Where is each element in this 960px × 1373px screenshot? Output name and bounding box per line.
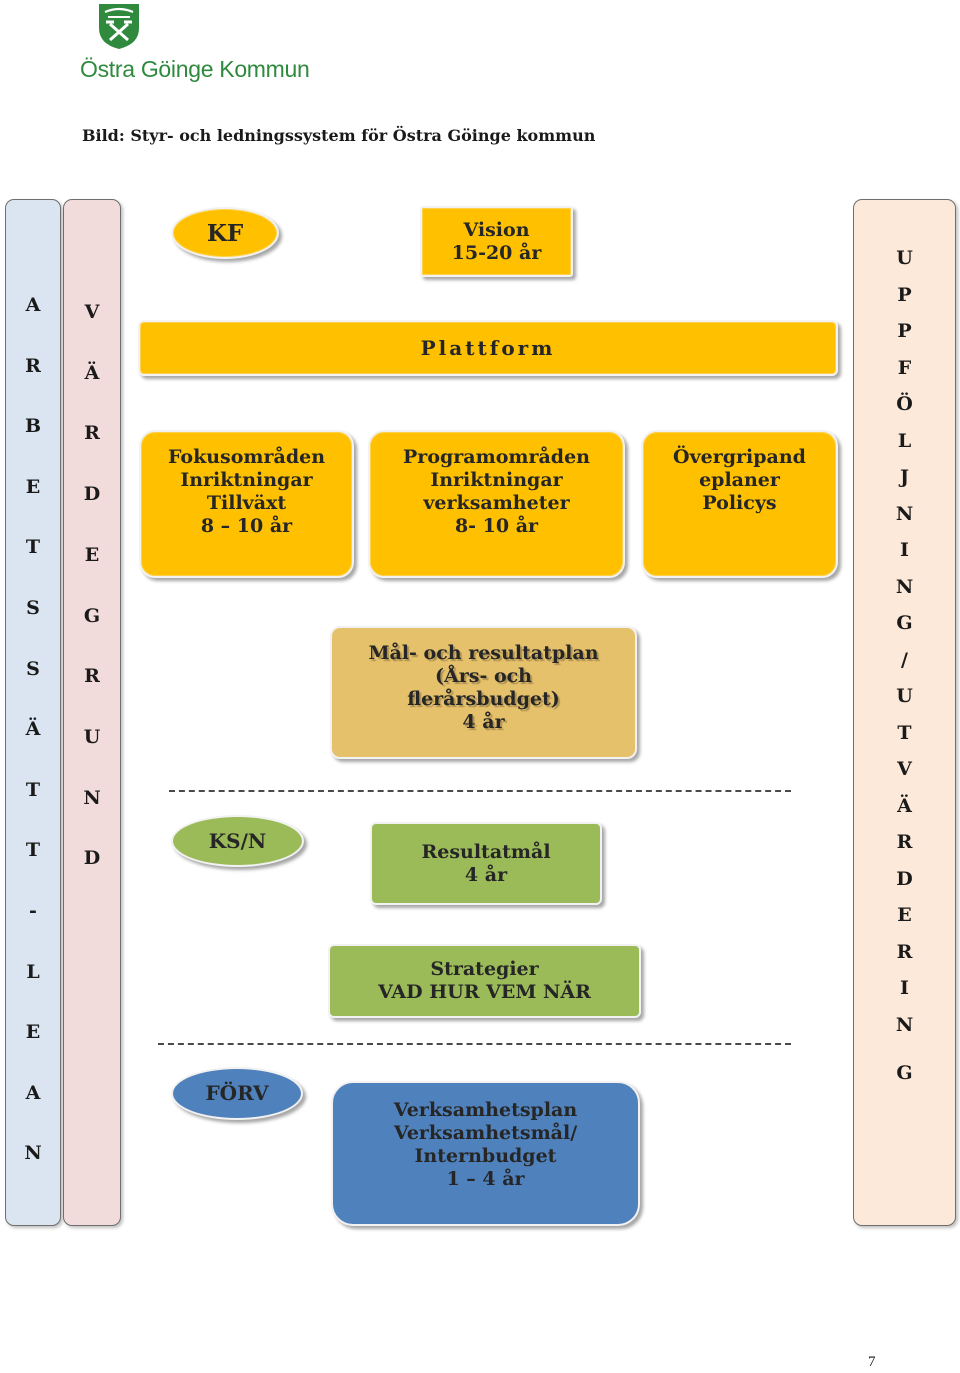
column-letter: Ä <box>25 718 41 741</box>
column-letter: S <box>26 597 40 619</box>
fokus-line: Fokusområden <box>167 446 326 468</box>
column-letter: V <box>897 758 912 780</box>
column-letter: N <box>895 1013 914 1036</box>
forv-node: FÖRV <box>171 1067 303 1120</box>
column-letter: L <box>26 960 40 983</box>
verksamhet-line: 1 – 4 år <box>446 1168 525 1190</box>
plattform-label: Plattform <box>420 335 556 360</box>
column-letter: E <box>897 904 912 926</box>
column-vardegrund: V Ä R D E G R U N D <box>63 199 121 1226</box>
vision-box: Vision 15-20 år <box>420 206 573 277</box>
column-letter: P <box>897 320 912 342</box>
resultat-line: 4 år <box>464 863 508 886</box>
column-letter: R <box>84 665 100 688</box>
divider-dashed-lower <box>158 1043 791 1045</box>
column-letter: G <box>896 612 913 634</box>
column-letter: T <box>25 536 41 559</box>
column-letter: R <box>25 354 41 377</box>
column-letter: U <box>896 247 913 269</box>
overgrip-line: Policys <box>702 492 777 514</box>
program-line: Inriktningar <box>430 469 563 491</box>
programomraden-box: Programområden Inriktningar verksamheter… <box>368 430 625 578</box>
fokus-line: Inriktningar <box>180 469 313 491</box>
column-letter: J <box>900 466 909 488</box>
logo-wordmark: Östra Göinge Kommun <box>80 56 310 82</box>
verksamhet-line: Verksamhetsmål/ <box>393 1122 578 1144</box>
column-letter: - <box>29 900 37 922</box>
verksamhet-line: Internbudget <box>414 1145 557 1167</box>
divider-dashed-upper <box>169 790 791 792</box>
ksn-label: KS/N <box>208 828 267 853</box>
column-letter: R <box>896 831 913 853</box>
column-letter: D <box>896 867 913 890</box>
column-letter: T <box>25 778 41 801</box>
column-letter: I <box>900 539 909 561</box>
strategier-line: Strategier <box>430 958 539 980</box>
column-letter: E <box>25 475 41 498</box>
column-letter: E <box>25 1021 41 1044</box>
column-letter: T <box>897 721 912 744</box>
fokus-line: 8 – 10 år <box>200 515 293 537</box>
column-letter: E <box>84 543 100 566</box>
overgrip-line: Övergripand <box>673 446 806 468</box>
strategier-box: Strategier VAD HUR VEM NÄR <box>328 944 641 1018</box>
column-letter: D <box>83 847 101 870</box>
fokus-line: Tillväxt <box>206 492 287 514</box>
column-letter: F <box>897 356 912 379</box>
column-letter: V <box>84 301 100 323</box>
forv-label: FÖRV <box>205 1081 269 1105</box>
overgrip-line: eplaner <box>699 469 780 491</box>
column-letter: Ö <box>896 393 913 415</box>
column-letter: G <box>896 1062 913 1084</box>
column-letter: Ä <box>897 794 912 817</box>
column-letter: T <box>25 839 41 862</box>
resultatmal-box: Resultatmål 4 år <box>370 822 602 905</box>
column-letter: U <box>896 685 913 707</box>
vision-line: 15-20 år <box>451 241 542 264</box>
mal-line: (Års- och <box>435 665 532 687</box>
column-letter: R <box>896 940 913 963</box>
column-letter: A <box>25 1081 41 1104</box>
mal-line: Mål- och resultatplan <box>368 642 599 664</box>
column-letter: S <box>26 657 40 680</box>
column-letter: L <box>897 429 912 452</box>
figure-caption: Bild: Styr- och ledningssystem för Östra… <box>82 126 596 145</box>
kf-label: KF <box>206 219 244 247</box>
column-letter: N <box>24 1142 42 1165</box>
column-letter: U <box>83 725 101 748</box>
column-letter: Ä <box>84 361 100 384</box>
column-letter: I <box>900 977 909 999</box>
resultat-line: Resultatmål <box>421 840 551 863</box>
column-letter: R <box>84 422 100 445</box>
plattform-bar: Plattform <box>138 320 838 376</box>
strategier-line: VAD HUR VEM NÄR <box>378 981 591 1003</box>
page-number: 7 <box>868 1354 876 1370</box>
ksn-node: KS/N <box>171 815 304 867</box>
column-letter: G <box>83 604 101 627</box>
verksamhetsplan-box: Verksamhetsplan Verksamhetsmål/ Internbu… <box>331 1081 640 1226</box>
vision-line: Vision <box>463 218 530 241</box>
column-letter: A <box>25 294 41 316</box>
logo-emblem <box>97 2 141 50</box>
fokusomraden-box: Fokusområden Inriktningar Tillväxt 8 – 1… <box>139 430 354 578</box>
program-line: 8- 10 år <box>454 515 539 537</box>
program-line: verksamheter <box>423 492 570 514</box>
column-letter: / <box>901 648 908 671</box>
kf-node: KF <box>171 207 279 259</box>
mal-line: flerårsbudget) <box>407 688 560 710</box>
verksamhet-line: Verksamhetsplan <box>393 1099 578 1121</box>
column-letter: N <box>895 575 914 598</box>
column-letter: N <box>895 502 914 525</box>
municipal-crest-icon <box>99 4 139 49</box>
column-arbetssatt-lean: A R B E T S S Ä T T - L E A N <box>5 199 61 1226</box>
column-letter: B <box>24 415 42 438</box>
program-line: Programområden <box>403 446 590 468</box>
column-letter: N <box>83 786 101 809</box>
mal-och-resultatplan-box: Mål- och resultatplan (Års- och flerårsb… <box>330 626 637 759</box>
column-letter: P <box>897 283 912 306</box>
mal-line: 4 år <box>462 711 505 733</box>
overgripande-planer-box: Övergripand eplaner Policys <box>641 430 838 578</box>
column-letter: D <box>83 483 101 506</box>
